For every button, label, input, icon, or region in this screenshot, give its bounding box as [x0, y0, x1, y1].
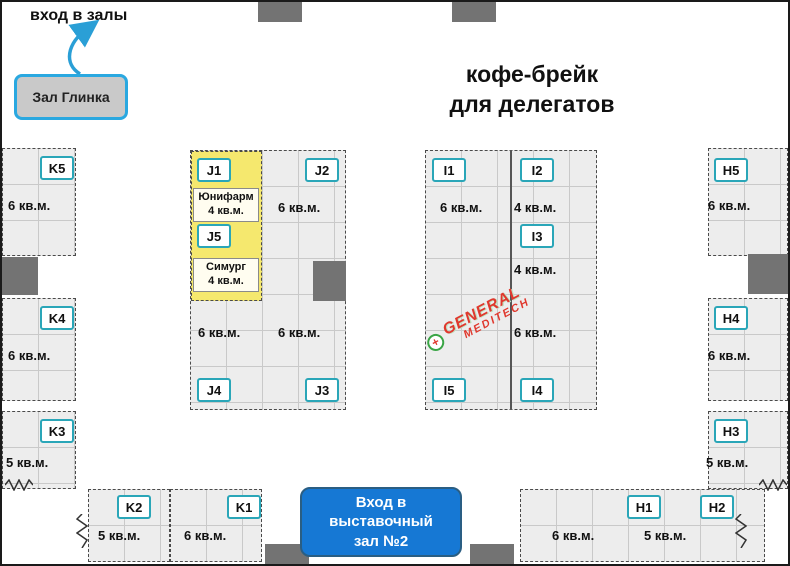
- booth-tag-h1: H1: [627, 495, 661, 519]
- booth-tag-j3: J3: [305, 378, 339, 402]
- booth-tag-j5: J5: [197, 224, 231, 248]
- exhibitor-simurg-area: 4 кв.м.: [208, 274, 244, 287]
- booth-area-j4: 6 кв.м.: [198, 325, 241, 340]
- booth-tag-h5: H5: [714, 158, 748, 182]
- booth-block-k1: [170, 489, 262, 562]
- booth-area-h2: 5 кв.м.: [644, 528, 687, 543]
- wall-break-right: [759, 479, 787, 491]
- hall-glinka-label: Зал Глинка: [14, 74, 128, 120]
- booth-tag-j2: J2: [305, 158, 339, 182]
- hall2-entrance-line3: зал №2: [353, 532, 409, 550]
- booth-area-h5: 6 кв.м.: [708, 198, 751, 213]
- exhibitor-unifarm-area: 4 кв.м.: [208, 204, 244, 217]
- door-bottom-left: [265, 544, 309, 564]
- booth-area-k1: 6 кв.м.: [184, 528, 227, 543]
- booth-area-i3: 4 кв.м.: [514, 262, 557, 277]
- booth-area-k4: 6 кв.м.: [8, 348, 51, 363]
- booth-tag-i4: I4: [520, 378, 554, 402]
- booth-area-j2: 6 кв.м.: [278, 200, 321, 215]
- booth-tag-h3: H3: [714, 419, 748, 443]
- wall-break-left: [5, 479, 33, 491]
- exhibitor-simurg: Симург 4 кв.м.: [193, 258, 259, 292]
- exhibitor-unifarm-name: Юнифарм: [198, 191, 254, 203]
- door-top-right: [452, 2, 496, 22]
- booth-area-i4: 6 кв.м.: [514, 325, 557, 340]
- booth-area-k5: 6 кв.м.: [8, 198, 51, 213]
- booth-block-k3: [2, 411, 76, 489]
- booth-area-k2: 5 кв.м.: [98, 528, 141, 543]
- coffee-break-line1: кофе-брейк: [465, 61, 599, 87]
- wall-break-bottom-left: [76, 514, 88, 548]
- hall2-entrance-line2: выставочный: [329, 513, 433, 531]
- booth-area-j3: 6 кв.м.: [278, 325, 321, 340]
- exhibitor-simurg-name: Симург: [206, 261, 246, 273]
- booth-area-k3: 5 кв.м.: [6, 455, 49, 470]
- booth-area-h4: 6 кв.м.: [708, 348, 751, 363]
- booth-tag-k4: K4: [40, 306, 74, 330]
- wall-break-bottom-right: [735, 514, 747, 548]
- halls-entrance-label: вход в залы: [30, 7, 128, 24]
- booth-tag-k1: K1: [227, 495, 261, 519]
- hall2-entrance-line1: Вход в: [355, 493, 407, 511]
- entrance-arrow-icon: [67, 19, 100, 76]
- booth-tag-i3: I3: [520, 224, 554, 248]
- booth-area-h3: 5 кв.м.: [706, 455, 749, 470]
- booth-tag-h2: H2: [700, 495, 734, 519]
- coffee-break-label: кофе-брейк для делегатов: [402, 60, 662, 120]
- hall2-entrance-label: Вход в выставочный зал №2: [300, 487, 462, 557]
- i-group-divider: [510, 150, 512, 410]
- booth-area-i2: 4 кв.м.: [514, 200, 557, 215]
- booth-tag-i1: I1: [432, 158, 466, 182]
- booth-tag-h4: H4: [714, 306, 748, 330]
- booth-tag-j4: J4: [197, 378, 231, 402]
- booth-tag-j1: J1: [197, 158, 231, 182]
- booth-tag-k2: K2: [117, 495, 151, 519]
- exhibitor-unifarm: Юнифарм 4 кв.м.: [193, 188, 259, 222]
- booth-area-h1: 6 кв.м.: [552, 528, 595, 543]
- door-left-wall: [2, 257, 38, 295]
- booth-tag-k3: K3: [40, 419, 74, 443]
- door-top-left: [258, 2, 302, 22]
- booth-tag-k5: K5: [40, 156, 74, 180]
- door-j-group: [313, 261, 346, 301]
- booth-area-i1: 6 кв.м.: [440, 200, 483, 215]
- door-bottom-right: [470, 544, 514, 564]
- coffee-break-line2: для делегатов: [449, 90, 615, 117]
- booth-tag-i5: I5: [432, 378, 466, 402]
- door-right-wall: [748, 254, 788, 294]
- booth-tag-i2: I2: [520, 158, 554, 182]
